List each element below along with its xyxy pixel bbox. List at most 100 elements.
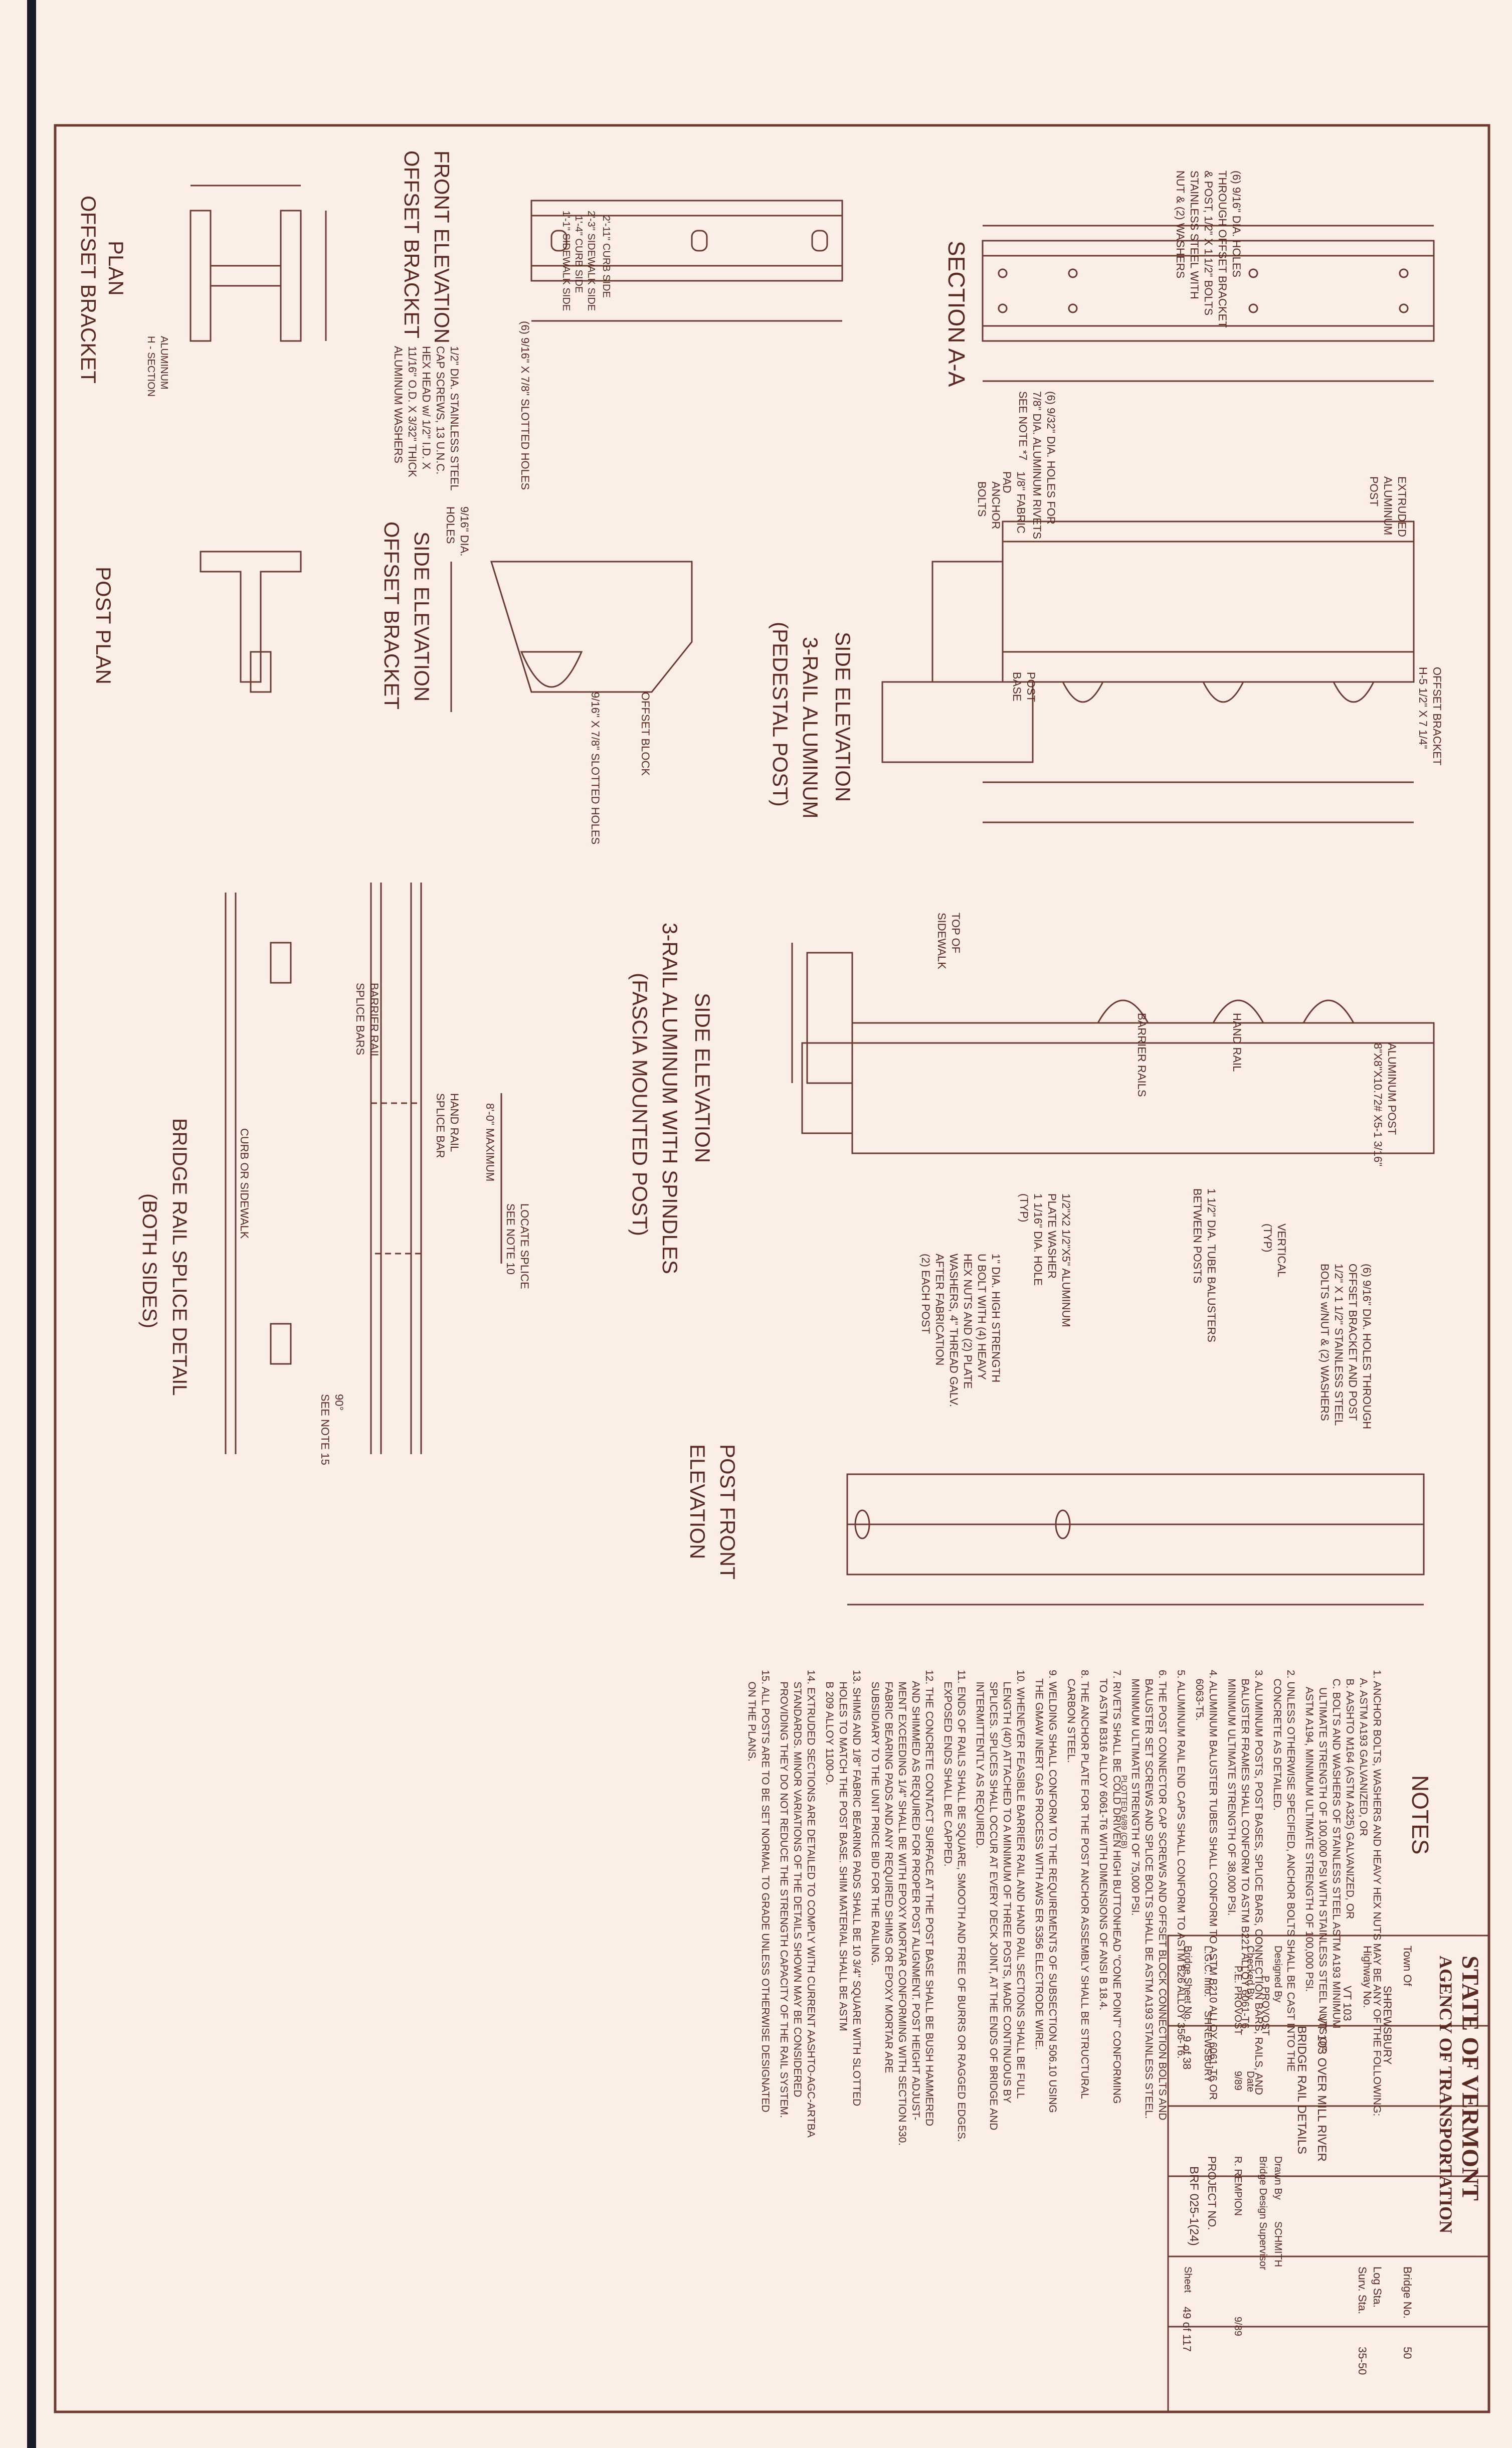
- callout-plate-washer: 1/2"X2 1/2"X5" ALUMINUM PLATE WASHER 1 1…: [1018, 1193, 1072, 1327]
- note-item: 15. ALL POSTS ARE TO BE SET NORMAL TO GR…: [746, 1670, 771, 2113]
- drawn-label: Drawn By: [1272, 2156, 1283, 2200]
- bridge-no-label: Bridge No.: [1401, 2266, 1414, 2319]
- binding-strip: [27, 0, 36, 2448]
- callout-h-section: ALUMINUM H - SECTION: [145, 336, 169, 397]
- sheet-label: Sheet: [1182, 2266, 1193, 2293]
- callout-holes-post-front: (6) 9/16" DIA. HOLES THROUGH OFFSET BRAC…: [1318, 1264, 1373, 1430]
- checked-value: P.E. PROVOST: [1232, 1966, 1243, 2035]
- notes-list: 1. ANCHOR BOLTS, WASHERS AND HEAVY HEX N…: [740, 1670, 1384, 2287]
- note-item: 10. WHENEVER FEASIBLE BARRIER RAIL AND H…: [974, 1670, 1026, 2131]
- note-item: 9. WELDING SHALL CONFORM TO THE REQUIREM…: [1033, 1670, 1058, 2113]
- front-elevation-title: FRONT ELEVATION: [430, 150, 454, 344]
- note-item: 13. SHIMS AND 1/8" FABRIC BEARING PADS S…: [824, 1670, 862, 2107]
- callout-cap-screws: 1/2" DIA. STAINLESS STEEL CAP SCREWS, 13…: [392, 346, 461, 491]
- post-front-title: POST FRONT: [716, 1444, 739, 1580]
- sheet-value: 49 of 117: [1181, 2307, 1193, 2352]
- log-sta-label: Log Sta.: [1371, 2266, 1384, 2308]
- date-label: Date: [1245, 2071, 1256, 2092]
- town-value: SHREWSBURY: [1381, 1986, 1394, 2065]
- note-item: 8. THE ANCHOR PLATE FOR THE POST ANCHOR …: [1065, 1670, 1090, 2099]
- section-aa-drawing: [982, 225, 1435, 382]
- callout-aluminum-post: ALUMINUM POST 8"X8"X10.72# X5-1 3/16": [1372, 1043, 1398, 1167]
- side-elevation-bracket-drawing: [450, 561, 693, 712]
- callout-curb-side: 2'-11" CURB SIDE: [601, 216, 612, 298]
- drawn-value: SCHMITH: [1272, 2221, 1283, 2267]
- callout-barrier-rails: BARRIER RAILS: [1136, 1013, 1148, 1097]
- callout-fabric-pad: 1/8" FABRIC PAD: [1001, 471, 1027, 534]
- bridge-sheet-value: 9 of 38: [1181, 2036, 1193, 2070]
- sheet-border: [54, 124, 1490, 2413]
- side-elevation-fascia-title: SIDE ELEVATION: [691, 993, 714, 1163]
- callout-hand-rail-splice: HAND RAIL SPLICE BAR: [434, 1093, 461, 1158]
- splice-detail-drawing: [225, 883, 502, 1454]
- designed-value: P. PROVOST: [1260, 1976, 1271, 2036]
- callout-locate-splice: LOCATE SPLICE SEE NOTE 10: [504, 1203, 531, 1289]
- splice-title: BRIDGE RAIL SPLICE DETAIL: [168, 1118, 191, 1396]
- callout-vertical: VERTICAL (TYP): [1261, 1223, 1288, 1278]
- callout-offset-bracket: OFFSET BRACKET H-5 1/2" X 7 1/4": [1417, 667, 1443, 766]
- notes-heading: NOTES: [1407, 1775, 1433, 1855]
- sheet-description: BRIDGE RAIL DETAILS: [1295, 2026, 1308, 2155]
- plan-drawing: [190, 185, 327, 342]
- side-elevation-bracket-subtitle: OFFSET BRACKET: [380, 521, 404, 710]
- plan-subtitle: OFFSET BRACKET: [77, 196, 100, 384]
- callout-balusters: 1 1/2" DIA. TUBE BALUSTERS BETWEEN POSTS: [1191, 1188, 1218, 1342]
- callout-see-note-15: 90° SEE NOTE 15: [319, 1394, 345, 1465]
- town-label: Town Of: [1401, 1946, 1414, 1986]
- front-elevation-drawing: [530, 200, 843, 322]
- project-no-label: PROJECT NO.: [1206, 2156, 1218, 2230]
- callout-curb: CURB OR SIDEWALK: [238, 1128, 251, 1239]
- side-elevation-fascia-line3: (FASCIA MOUNTED POST): [628, 973, 652, 1237]
- note-item: 7. RIVETS SHALL BE COLD DRIVEN HIGH BUTT…: [1097, 1670, 1122, 2104]
- surv-sta-label: Surv. Sta.: [1356, 2266, 1369, 2314]
- callout-top-sidewalk: TOP OF SIDEWALK: [935, 913, 962, 969]
- side-elevation-pedestal-title: SIDE ELEVATION: [831, 632, 855, 802]
- designed-label: Designed By: [1272, 1946, 1283, 2003]
- note-item: 11. ENDS OF RAILS SHALL BE SQUARE, SMOOT…: [942, 1670, 967, 2142]
- callout-barrier-splice: BARRIER RAIL SPLICE BARS: [354, 983, 381, 1060]
- lgc-label: L.G.C. Info.: [1202, 1946, 1213, 1997]
- project-no-value: BRF 025-1(24): [1187, 2166, 1201, 2246]
- front-elevation-subtitle: OFFSET BRACKET: [400, 150, 424, 338]
- title-block-agency: AGENCY OF TRANSPORTATION: [1436, 1956, 1456, 2234]
- post-plan-drawing: [200, 551, 302, 693]
- side-elevation-pedestal-line2: 3-RAIL ALUMINUM: [799, 637, 822, 819]
- splice-subtitle: (BOTH SIDES): [138, 1193, 160, 1328]
- post-plan-title: POST PLAN: [92, 567, 115, 684]
- callout-holes-dia: 9/16" DIA. HOLES: [444, 506, 471, 557]
- bridge-sheet-label: Bridge Sheet No.: [1182, 1946, 1193, 2022]
- plotted-stamp: PLOTTED 6/89 (CB): [1119, 1775, 1128, 1849]
- side-elevation-pedestal-line3: (PEDESTAL POST): [769, 622, 792, 807]
- callout-slotted-holes: (6) 9/16" X 7/8" SLOTTED HOLES: [519, 321, 531, 490]
- supervisor-label: Bridge Design Supervisor: [1257, 2156, 1268, 2270]
- project-description: VT 103 OVER MILL RIVER: [1315, 2016, 1329, 2162]
- callout-curb-side-2: 1'-4" CURB SIDE: [573, 216, 584, 293]
- callout-sidewalk-side-2: 1'-1" SIDEWALK SIDE: [560, 211, 572, 311]
- callout-anchor-bolts: ANCHOR BOLTS: [976, 481, 1002, 530]
- checked-label: Checked By: [1245, 1946, 1256, 2000]
- highway-value: VT 103: [1341, 1986, 1354, 2021]
- side-elevation-fascia-line2: 3-RAIL ALUMINUM WITH SPINDLES: [658, 923, 682, 1274]
- callout-u-bolt: 1" DIA. HIGH STRENGTH U BOLT WITH (4) HE…: [919, 1254, 1002, 1408]
- callout-hand-rail: HAND RAIL: [1231, 1013, 1243, 1072]
- callout-max-length: 8'-0" MAXIMUM: [484, 1103, 496, 1182]
- note-item: 12. THE CONCRETE CONTACT SURFACE AT THE …: [869, 1670, 935, 2146]
- post-front-elevation-drawing: [846, 1473, 1425, 1606]
- callout-post-base: POST BASE: [1011, 672, 1037, 702]
- note-item: 14. EXTRUDED SECTIONS ARE DETAILED TO CO…: [778, 1670, 817, 2138]
- lgc-value: SHREWSBURY: [1202, 2011, 1213, 2082]
- bridge-no-value: 50: [1401, 2347, 1414, 2359]
- highway-label: Highway No.: [1361, 1946, 1374, 2008]
- date-value-2: 9/89: [1232, 2317, 1243, 2336]
- plan-title: PLAN: [104, 241, 128, 296]
- title-block-state: STATE OF VERMONT: [1457, 1956, 1483, 2201]
- side-elevation-bracket-title: SIDE ELEVATION: [410, 532, 434, 702]
- callout-holes-aa: (6) 9/16" DIA. HOLES THROUGH OFFSET BRAC…: [1174, 170, 1243, 328]
- section-aa-title: SECTION A-A: [943, 241, 970, 387]
- supervisor-value: R. REMPION: [1232, 2156, 1243, 2216]
- title-block-frame: [1167, 1935, 1490, 2413]
- callout-offset-block: OFFSET BLOCK: [639, 692, 652, 776]
- post-front-subtitle: ELEVATION: [686, 1444, 709, 1559]
